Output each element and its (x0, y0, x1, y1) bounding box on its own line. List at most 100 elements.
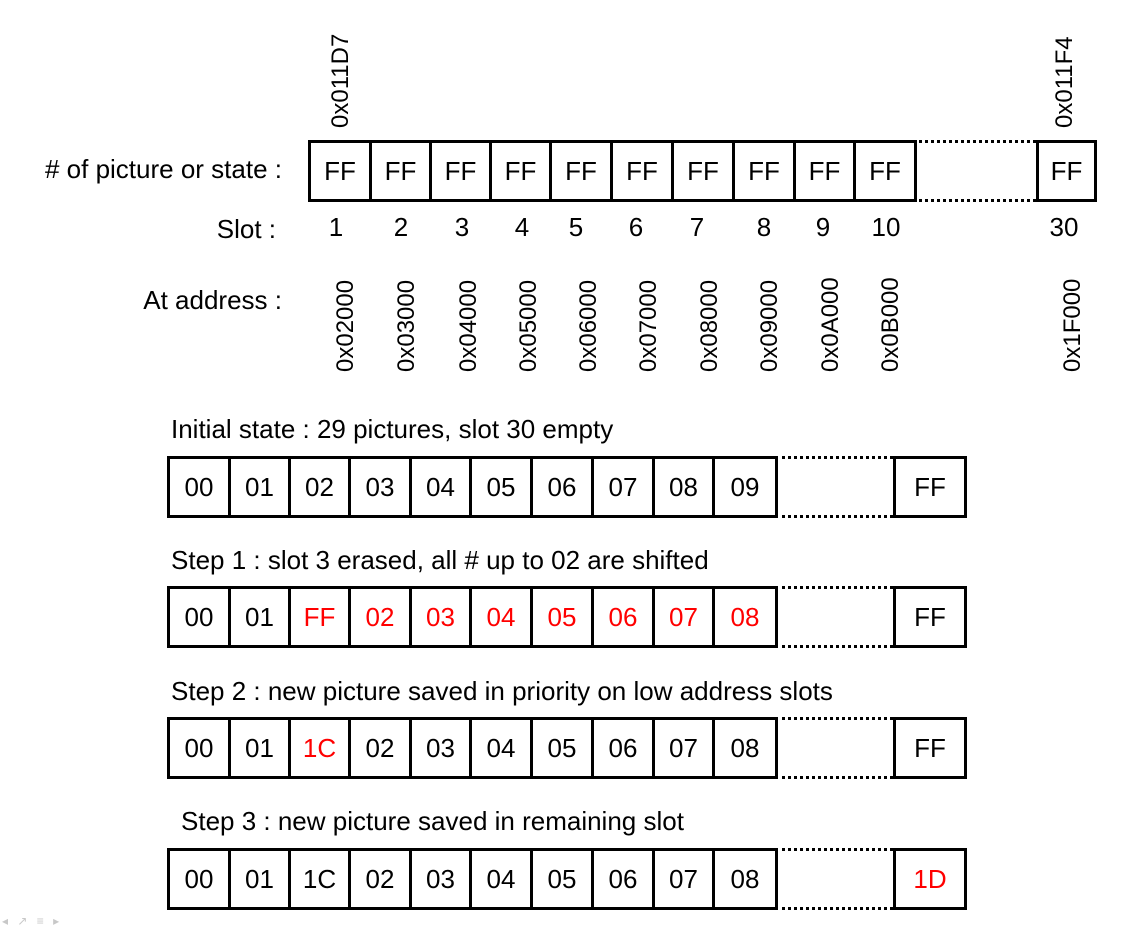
step-cell: 09 (712, 456, 778, 518)
slot-number: 5 (568, 212, 584, 242)
step-title: Step 1 : slot 3 erased, all # up to 02 a… (171, 545, 709, 575)
slot-address: 0x05000 (515, 279, 542, 372)
step-cell: 08 (712, 586, 778, 648)
step-cell: 06 (591, 586, 655, 648)
step-cell: 03 (409, 586, 472, 648)
picture-state-label: # of picture or state : (44, 154, 282, 184)
slot-address: 0x03000 (393, 279, 420, 372)
last-state-address: 0x011F4 (1051, 36, 1078, 128)
memory-map-cell: FF (489, 140, 552, 202)
slot-number: 3 (454, 212, 470, 242)
memory-map-cell: FF (610, 140, 674, 202)
address-label: At address : (143, 285, 282, 315)
memory-map-cell: FF (853, 140, 917, 202)
memory-map-cell: FF (732, 140, 796, 202)
gap-top-border (775, 586, 893, 589)
step-cell: 04 (469, 848, 533, 910)
step-cell: 05 (530, 717, 594, 779)
step-last-cell: 1D (893, 848, 967, 910)
step-cell: 06 (530, 456, 594, 518)
step-cell: 02 (348, 717, 412, 779)
step-cell: 06 (591, 848, 655, 910)
slot-address: 0x06000 (575, 279, 602, 372)
step-cell: 03 (348, 456, 412, 518)
step-cell: 02 (288, 456, 351, 518)
step-title: Step 3 : new picture saved in remaining … (181, 806, 684, 836)
step-cell: 07 (652, 586, 715, 648)
step-cell: 00 (167, 586, 231, 648)
step-cell: 02 (348, 848, 412, 910)
step-cell: 00 (167, 717, 231, 779)
first-state-address: 0x011D7 (327, 33, 354, 128)
step-cell: 00 (167, 456, 231, 518)
step-cell: 05 (530, 848, 594, 910)
step-cell: 01 (228, 456, 291, 518)
step-cell: 08 (712, 717, 778, 779)
slot-number: 1 (328, 212, 344, 242)
gap-top-border (914, 140, 1036, 143)
slot-label: Slot : (216, 214, 276, 244)
memory-map-cell: FF (671, 140, 735, 202)
slot-number: 2 (393, 212, 409, 242)
slot-address: 0x09000 (756, 279, 783, 372)
gap-bottom-border (914, 199, 1036, 202)
slot-number: 9 (815, 212, 831, 242)
slot-address: 0x0A000 (817, 277, 844, 372)
step-last-cell: FF (893, 456, 967, 518)
step-title: Initial state : 29 pictures, slot 30 emp… (171, 414, 614, 444)
memory-map-cell: FF (369, 140, 432, 202)
slot-number: 6 (628, 212, 644, 242)
step-cell: 06 (591, 717, 655, 779)
gap-bottom-border (775, 776, 893, 779)
step-cell: 08 (652, 456, 715, 518)
slot-number: 4 (514, 212, 530, 242)
step-cell: 01 (228, 717, 291, 779)
step-cell: 07 (591, 456, 655, 518)
step-cell: 02 (348, 586, 412, 648)
step-cell: 1C (288, 717, 351, 779)
step-cell: 01 (228, 848, 291, 910)
step-cell: 00 (167, 848, 231, 910)
step-cell: 05 (469, 456, 533, 518)
memory-map-cell: FF (429, 140, 492, 202)
memory-map-cell: FF (308, 140, 372, 202)
step-cell: 07 (652, 848, 715, 910)
slot-address: 0x0B000 (877, 277, 904, 372)
gap-bottom-border (775, 515, 893, 518)
gap-bottom-border (775, 907, 893, 910)
step-last-cell: FF (893, 586, 967, 648)
slot-address-last: 0x1F000 (1059, 278, 1086, 372)
step-cell: FF (288, 586, 351, 648)
slot-address: 0x07000 (635, 279, 662, 372)
slot-address: 0x04000 (455, 279, 482, 372)
slot-number: 10 (871, 212, 901, 242)
slide-nav-icons: ◂ ↗ ≡ ▸ (2, 914, 63, 928)
step-title: Step 2 : new picture saved in priority o… (171, 676, 833, 706)
step-cell: 04 (469, 717, 533, 779)
step-cell: 04 (469, 586, 533, 648)
slot-number: 8 (756, 212, 772, 242)
step-cell: 04 (409, 456, 472, 518)
slot-number-last: 30 (1049, 212, 1079, 242)
memory-map-cell: FF (793, 140, 856, 202)
step-cell: 01 (228, 586, 291, 648)
step-cell: 05 (530, 586, 594, 648)
step-cell: 03 (409, 717, 472, 779)
memory-map-last-cell: FF (1036, 140, 1097, 202)
step-cell: 07 (652, 717, 715, 779)
slot-address: 0x02000 (332, 279, 359, 372)
slot-address: 0x08000 (696, 279, 723, 372)
memory-map-cell: FF (549, 140, 613, 202)
step-last-cell: FF (893, 717, 967, 779)
slot-number: 7 (689, 212, 705, 242)
gap-bottom-border (775, 645, 893, 648)
gap-top-border (775, 717, 893, 720)
gap-top-border (775, 456, 893, 459)
gap-top-border (775, 848, 893, 851)
step-cell: 08 (712, 848, 778, 910)
